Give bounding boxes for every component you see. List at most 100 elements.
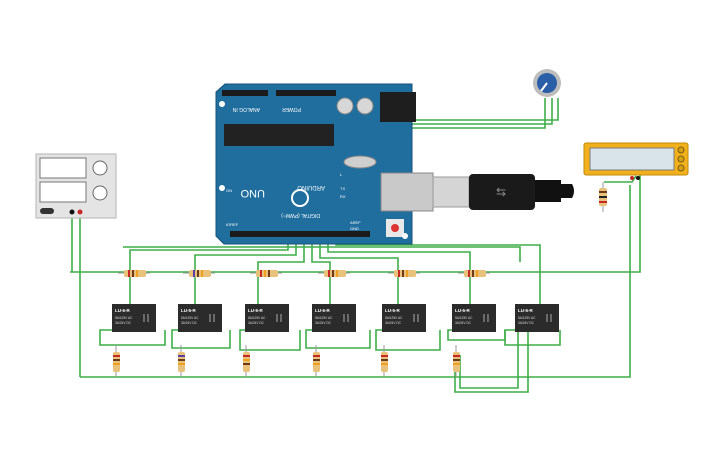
relay-spec-2: 3A/24V DC — [115, 321, 132, 325]
relay-spec-1: 5A/125V AC — [518, 316, 536, 320]
tx-label: TX — [340, 186, 345, 191]
usb-cable[interactable]: ⇆ — [432, 174, 574, 210]
relay-body — [112, 304, 156, 332]
relay-symbol-icon — [413, 314, 419, 322]
lcd-pin-2[interactable] — [636, 176, 640, 180]
wire-relay7-extra2 — [454, 330, 529, 393]
relay-body — [382, 304, 426, 332]
wire-relay-loop-3 — [239, 329, 301, 351]
relay-spec-2: 3A/24V DC — [385, 321, 402, 325]
digital-label: DIGITAL (PWM~) — [281, 212, 320, 218]
current-knob-icon[interactable] — [92, 185, 108, 201]
supply-power-switch[interactable] — [40, 208, 54, 214]
capacitor-2 — [356, 97, 374, 115]
relay-label: LU-5-R — [315, 308, 330, 313]
potentiometer[interactable] — [533, 69, 561, 97]
relay-spec-1: 5A/125V AC — [455, 316, 473, 320]
relay-body — [245, 304, 289, 332]
reset-button[interactable] — [391, 224, 399, 232]
power-header[interactable] — [276, 90, 336, 96]
relay-body — [515, 304, 559, 332]
ioref-label: IOREF — [226, 222, 239, 227]
usb-port[interactable] — [380, 172, 434, 212]
relay-spec-1: 5A/125V AC — [315, 316, 333, 320]
arduino-logo-icon — [291, 189, 309, 207]
relay-label: LU-5-R — [248, 308, 263, 313]
mount-hole-2 — [219, 185, 225, 191]
power-supply[interactable] — [35, 153, 117, 219]
lcd-display[interactable] — [583, 142, 689, 180]
wire-bus-top — [123, 246, 521, 262]
supply-display-current — [39, 181, 87, 203]
relay-body — [452, 304, 496, 332]
resistor-v-2[interactable] — [178, 345, 185, 377]
relay-symbol-icon — [276, 314, 282, 322]
resistor-v-3[interactable] — [243, 345, 250, 377]
resistor-h-3[interactable] — [250, 270, 282, 277]
resistor-h-1[interactable] — [118, 270, 150, 277]
resistor-h-6[interactable] — [458, 270, 490, 277]
wire-relay-loop-1 — [99, 329, 166, 346]
resistor-h-4[interactable] — [318, 270, 350, 277]
wire-relay-loop-2 — [171, 329, 231, 349]
relay-symbol-icon — [546, 314, 552, 322]
usb-icon: ⇆ — [496, 185, 506, 199]
mount-hole-3 — [402, 233, 408, 239]
relay-label: LU-5-R — [115, 308, 130, 313]
mount-hole-1 — [219, 101, 225, 107]
capacitor-1 — [336, 97, 354, 115]
wire-relay7-extra — [459, 330, 519, 389]
relay-spec-2: 3A/24V DC — [315, 321, 332, 325]
relay-spec-2: 3A/24V DC — [248, 321, 265, 325]
resistor-v-4[interactable] — [313, 345, 320, 377]
power-jack — [380, 92, 416, 122]
relay-spec-1: 5A/125V AC — [181, 316, 199, 320]
resistor-lcd[interactable] — [599, 182, 607, 212]
voltage-knob-icon[interactable] — [92, 160, 108, 176]
lcd-button-1-icon[interactable] — [677, 146, 685, 154]
relay-spec-2: 3A/24V DC — [455, 321, 472, 325]
analog-header[interactable] — [222, 90, 268, 96]
digital-header[interactable] — [230, 231, 370, 237]
resistor-v-1[interactable] — [113, 345, 120, 377]
atmega-chip — [224, 124, 334, 146]
relay-label: LU-5-R — [181, 308, 196, 313]
wire-lcd — [604, 175, 637, 183]
wire-d3 — [257, 232, 305, 305]
terminal-negative[interactable] — [69, 209, 75, 215]
wire-d4 — [311, 232, 331, 305]
relay-spec-2: 3A/24V DC — [181, 321, 198, 325]
l-label: L — [340, 172, 343, 177]
lcd-button-3-icon[interactable] — [677, 164, 685, 172]
relay-spec-1: 5A/125V AC — [248, 316, 266, 320]
terminal-positive[interactable] — [77, 209, 83, 215]
lcd-screen — [589, 147, 675, 171]
relay-body — [178, 304, 222, 332]
wire-relay-loop-5 — [375, 329, 441, 351]
wire-bus-bottom — [80, 185, 631, 378]
resistor-h-5[interactable] — [388, 270, 420, 277]
arduino-uno-board[interactable]: UNO ARDUINO DIGITAL (PWM~) ANALOG IN POW… — [215, 83, 434, 245]
relay-spec-1: 5A/125V AC — [115, 316, 133, 320]
resistors — [599, 182, 607, 212]
relay-spec-2: 3A/24V DC — [518, 321, 535, 325]
relay-spec-1: 5A/125V AC — [385, 316, 403, 320]
lcd-pin-1[interactable] — [630, 176, 634, 180]
resistor-v-6[interactable] — [453, 345, 460, 377]
lcd-button-2-icon[interactable] — [677, 155, 685, 163]
resistor-v-5[interactable] — [381, 345, 388, 377]
resistor-h-2[interactable] — [183, 270, 215, 277]
crystal — [343, 155, 377, 169]
relay-label: LU-5-R — [385, 308, 400, 313]
aref-label: AREF — [350, 220, 361, 225]
board-brand: ARDUINO — [297, 184, 325, 190]
